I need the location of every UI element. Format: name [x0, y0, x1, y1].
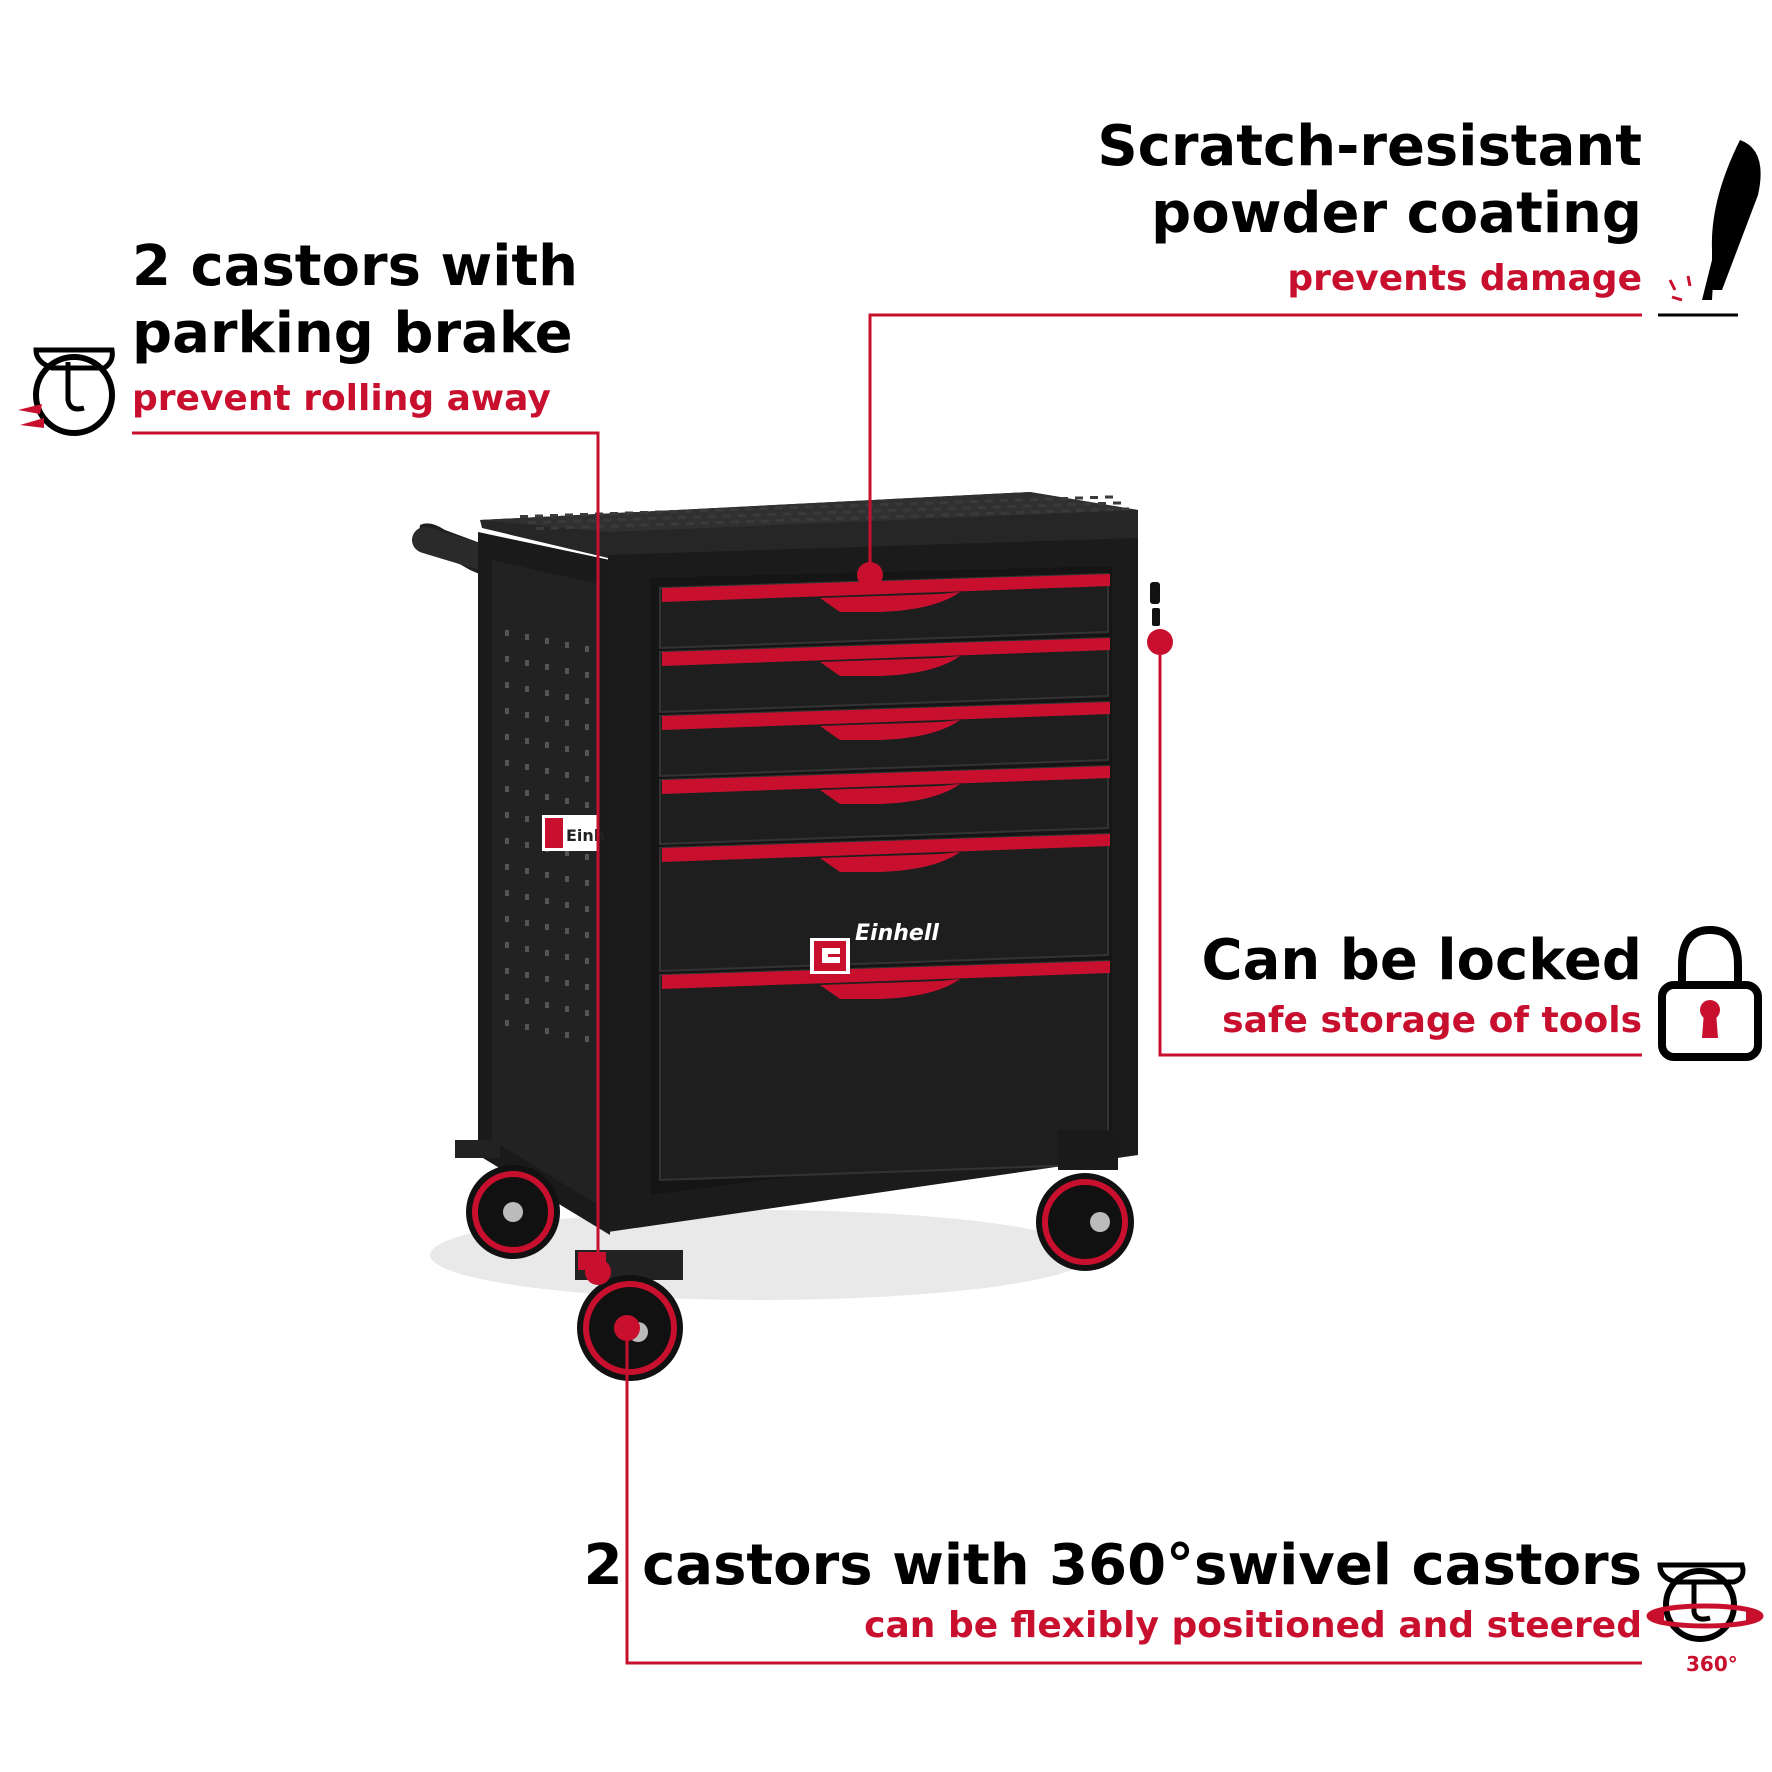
swivel-icon-label: 360°: [1686, 1652, 1738, 1676]
cabinet-top: [480, 492, 1138, 558]
brake-title-line2: parking brake: [132, 300, 573, 366]
lock-title: Can be locked: [1201, 928, 1642, 993]
coating-title-line2: powder coating: [1151, 180, 1642, 246]
leader-lines: [132, 313, 1642, 1665]
castor-rear-left: [455, 1140, 560, 1259]
drawer[interactable]: [659, 959, 1110, 1182]
svg-text:Einh: Einh: [566, 826, 605, 845]
drawer[interactable]: [659, 700, 1110, 778]
drawer-handle[interactable]: [820, 979, 960, 999]
coating-subtitle: prevents damage: [1287, 258, 1642, 299]
drawer-handle[interactable]: [820, 784, 960, 804]
castor-rear-right: [1036, 1130, 1134, 1271]
coating-title-line1: Scratch-resistant: [1097, 114, 1642, 179]
drawer-handle[interactable]: [820, 592, 960, 612]
front-brand-logo: Einhell: [810, 921, 939, 974]
lock-subtitle: safe storage of tools: [1222, 1000, 1642, 1041]
drawer[interactable]: [659, 636, 1110, 714]
lock-cylinder: [1150, 582, 1160, 626]
drawer[interactable]: [659, 764, 1110, 846]
brake-title: 2 castors with parking brake: [132, 234, 579, 366]
knife-icon: [1658, 140, 1761, 317]
padlock-icon: [1658, 925, 1762, 1061]
brake-subtitle: prevent rolling away: [132, 378, 551, 419]
svg-text:Einhell: Einhell: [855, 921, 939, 946]
brake-title-line1: 2 castors with: [132, 234, 579, 299]
swivel-title: 2 castors with 360°swivel castors: [583, 1533, 1642, 1598]
drawer-handle[interactable]: [820, 656, 960, 676]
side-pegboard-panel: Einh: [478, 532, 610, 1235]
drawer-handle[interactable]: [820, 720, 960, 740]
coating-title: Scratch-resistant powder coating: [1097, 114, 1642, 246]
drawer[interactable]: [659, 832, 1110, 973]
swivel-castor-icon: [1646, 1562, 1764, 1642]
drawer[interactable]: [659, 572, 1110, 650]
brake-castor-icon: [18, 347, 115, 436]
swivel-subtitle: can be flexibly positioned and steered: [864, 1605, 1642, 1646]
drawer-handle[interactable]: [820, 852, 960, 872]
cabinet-front: Einhell: [608, 538, 1138, 1232]
